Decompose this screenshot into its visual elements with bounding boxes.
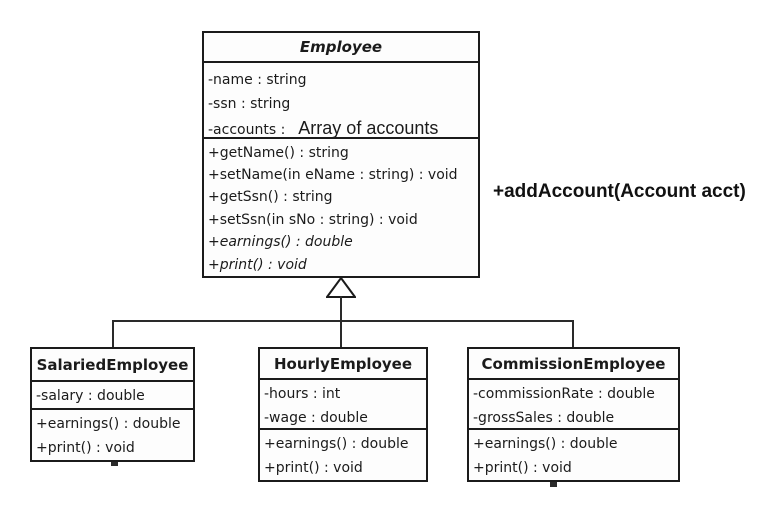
- class-attribute: -salary : double: [36, 388, 145, 404]
- class-title-salaried: SalariedEmployee: [36, 355, 189, 374]
- connector-line-horizontal: [112, 320, 574, 322]
- class-attribute: -grossSales : double: [473, 410, 615, 426]
- class-box-hourly-employee: HourlyEmployee -hours : int -wage : doub…: [258, 347, 428, 482]
- class-method: +getName() : string: [208, 144, 349, 161]
- class-method: +setName(in eName : string) : void: [208, 166, 458, 183]
- class-attribute: -hours : int: [264, 386, 341, 402]
- salaried-attributes: -salary : double: [32, 380, 193, 408]
- class-method: +earnings() : double: [473, 436, 618, 452]
- employee-methods: +getName() : string +setName(in eName : …: [204, 136, 478, 276]
- hourly-attributes: -hours : int -wage : double: [260, 378, 426, 428]
- class-method: +earnings() : double: [36, 416, 181, 432]
- commission-attributes: -commissionRate : double -grossSales : d…: [469, 378, 678, 428]
- class-title-employee: Employee: [299, 37, 383, 56]
- class-attribute: -commissionRate : double: [473, 386, 655, 402]
- class-title-hourly: HourlyEmployee: [273, 354, 413, 373]
- hourly-methods: +earnings() : double +print() : void: [260, 428, 426, 480]
- class-method: +print() : void: [264, 460, 363, 476]
- employee-attributes: -name : string -ssn : string -accounts :…: [204, 60, 478, 138]
- class-method: +print() : void: [473, 460, 572, 476]
- class-method: +setSsn(in sNo : string) : void: [208, 211, 418, 228]
- connector-artifact-left: [111, 461, 118, 466]
- class-attribute: -name : string: [208, 71, 307, 88]
- class-method: +getSsn() : string: [208, 189, 333, 206]
- class-method: +earnings() : double: [264, 436, 409, 452]
- connector-line-right: [572, 320, 574, 347]
- class-box-salaried-employee: SalariedEmployee -salary : double +earni…: [30, 347, 195, 462]
- accounts-note: Array of accounts: [298, 117, 439, 138]
- class-attribute: -accounts :Array of accounts: [208, 117, 439, 138]
- connector-artifact-right: [550, 482, 557, 487]
- class-method-abstract: +print() : void: [208, 256, 307, 273]
- class-attribute: -ssn : string: [208, 95, 291, 112]
- annotation-add-account: +addAccount(Account acct): [493, 181, 746, 202]
- class-method: +print() : void: [36, 440, 135, 456]
- class-title-commission: CommissionEmployee: [481, 354, 666, 373]
- class-box-employee: Employee -name : string -ssn : string -a…: [202, 31, 480, 278]
- generalization-triangle-icon: [326, 277, 356, 298]
- class-box-commission-employee: CommissionEmployee -commissionRate : dou…: [467, 347, 680, 482]
- connector-line-left: [112, 320, 114, 347]
- class-method-abstract: +earnings() : double: [208, 234, 353, 251]
- commission-methods: +earnings() : double +print() : void: [469, 428, 678, 480]
- salaried-methods: +earnings() : double +print() : void: [32, 408, 193, 460]
- class-attribute: -wage : double: [264, 410, 368, 426]
